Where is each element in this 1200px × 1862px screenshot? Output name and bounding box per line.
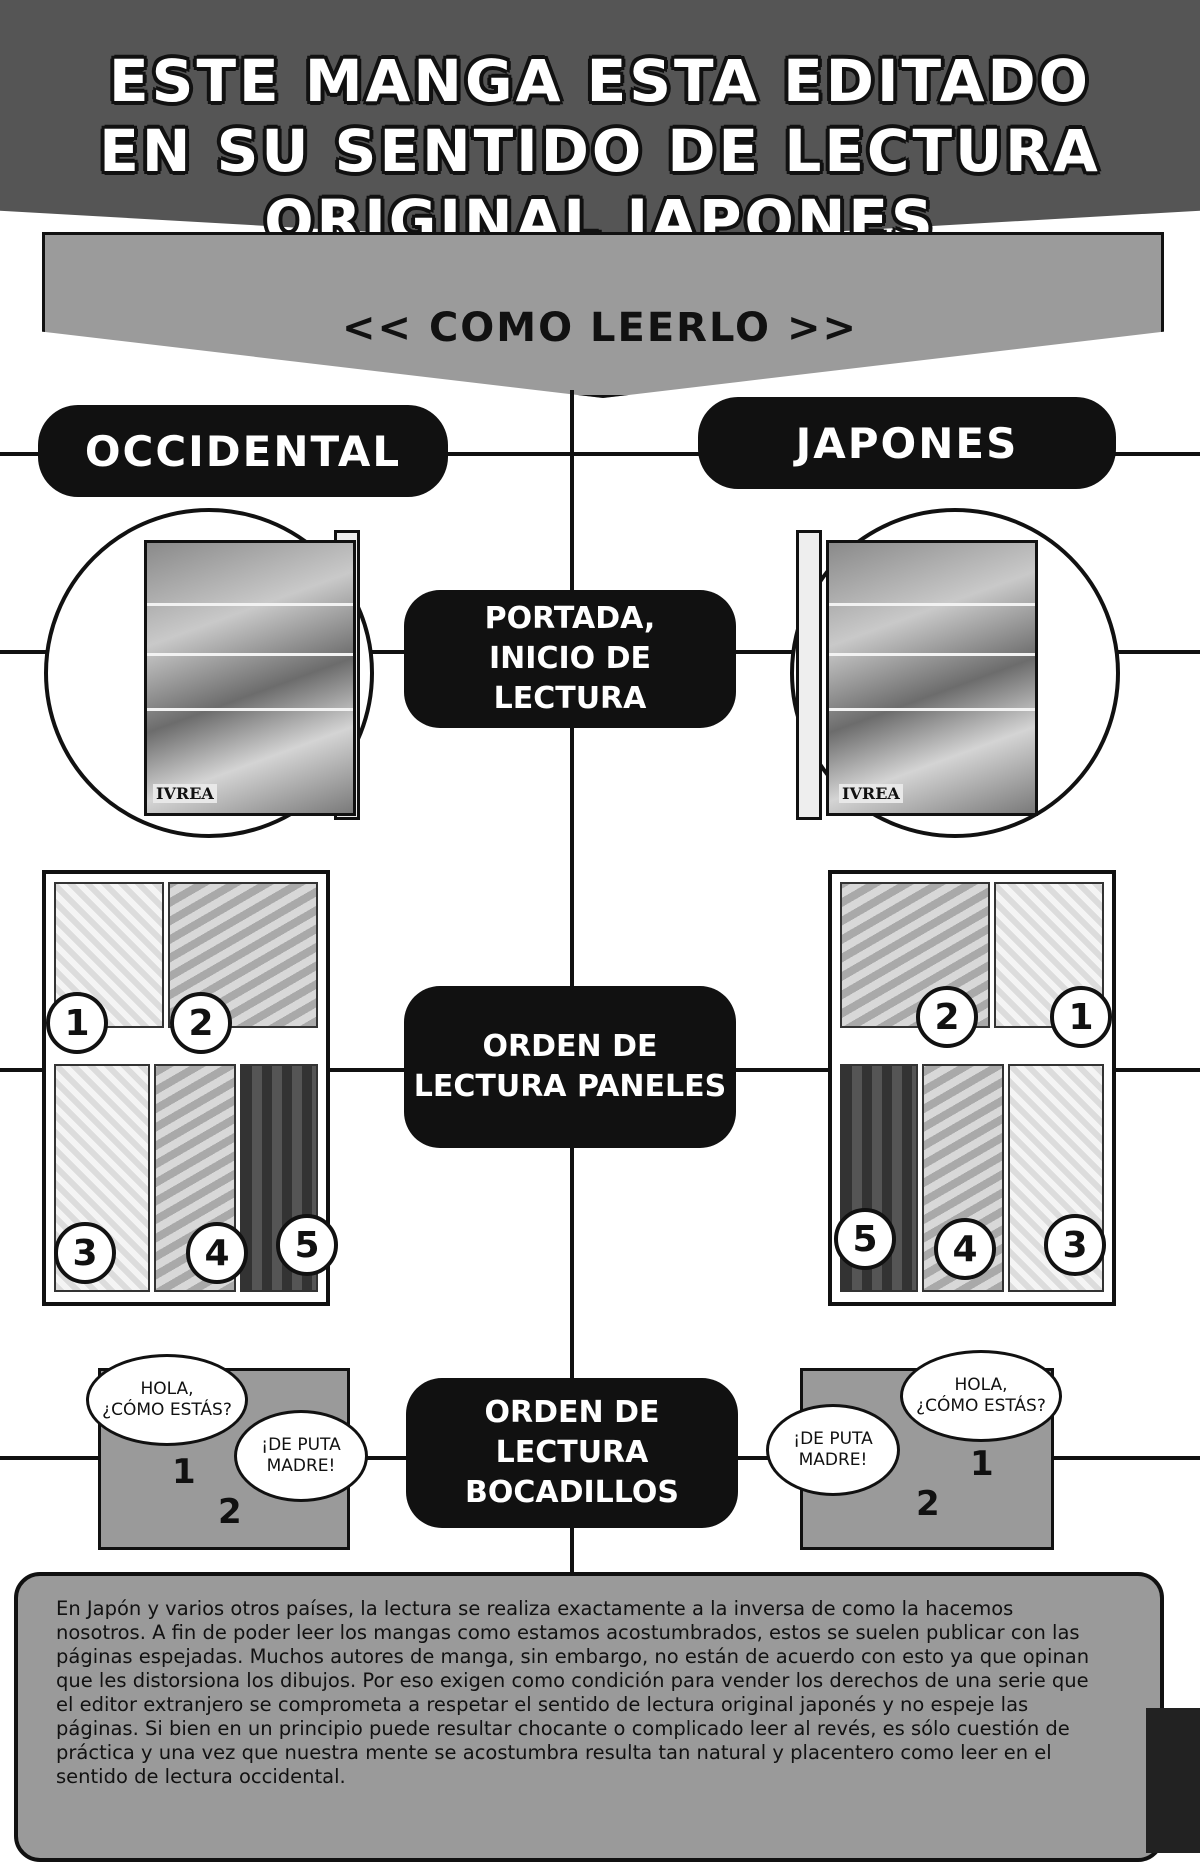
bubble-order-number: 1 <box>970 1444 994 1484</box>
speech-bubble-second-right: ¡DE PUTA MADRE! <box>766 1404 900 1496</box>
panel-number: 1 <box>46 992 108 1054</box>
bubble-order-number: 2 <box>916 1484 940 1524</box>
panel-number: 3 <box>1044 1214 1106 1276</box>
corner-tab <box>1146 1708 1200 1853</box>
panel-number: 1 <box>1050 986 1112 1048</box>
panel-number: 2 <box>916 986 978 1048</box>
bubble-order-number: 2 <box>218 1492 242 1532</box>
publisher-logo-left: IVREA <box>153 784 217 803</box>
panel-number: 2 <box>170 992 232 1054</box>
publisher-logo-right: IVREA <box>839 784 903 803</box>
column-header-japones: JAPONES <box>698 397 1116 489</box>
panel-number: 5 <box>276 1214 338 1276</box>
page-title: ESTE MANGA ESTA EDITADO EN SU SENTIDO DE… <box>99 47 1101 255</box>
subtitle: << COMO LEERLO >> <box>341 305 858 351</box>
label-panel-reading-order: ORDEN DE LECTURA PANELES <box>404 986 736 1148</box>
speech-bubble-first-right: HOLA, ¿CÓMO ESTÁS? <box>900 1350 1062 1442</box>
book-cover-right: IVREA <box>826 540 1038 816</box>
label-cover-reading-start: PORTADA, INICIO DE LECTURA <box>404 590 736 728</box>
explanation-text: En Japón y varios otros países, la lectu… <box>56 1597 1090 1788</box>
row-line-headers <box>0 452 1200 456</box>
book-spine-right <box>796 530 822 820</box>
panel-number: 3 <box>54 1222 116 1284</box>
header-band <box>0 0 1200 245</box>
bubble-order-number: 1 <box>172 1452 196 1492</box>
explanation-box <box>14 1572 1164 1862</box>
panel-number: 4 <box>186 1222 248 1284</box>
speech-bubble-second-left: ¡DE PUTA MADRE! <box>234 1410 368 1502</box>
center-divider <box>570 390 574 1580</box>
book-cover-left: IVREA <box>144 540 356 816</box>
speech-bubble-first-left: HOLA, ¿CÓMO ESTÁS? <box>86 1354 248 1446</box>
panel-number: 5 <box>834 1208 896 1270</box>
column-header-occidental: OCCIDENTAL <box>38 405 448 497</box>
panel-number: 4 <box>934 1218 996 1280</box>
label-bubble-reading-order: ORDEN DE LECTURA BOCADILLOS <box>406 1378 738 1528</box>
